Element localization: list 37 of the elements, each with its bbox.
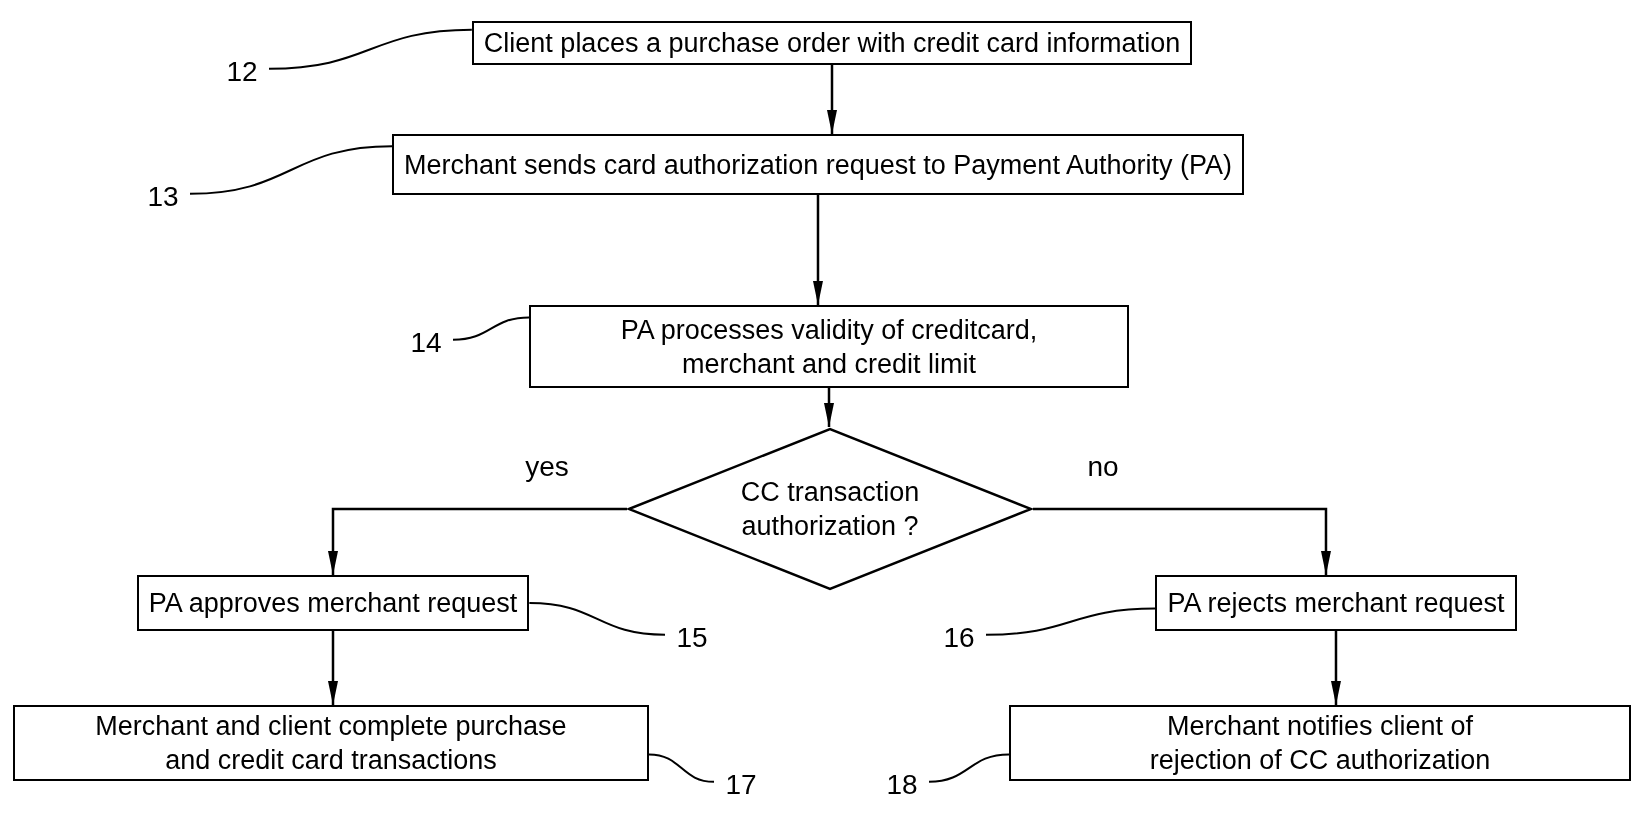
arrow xyxy=(328,507,627,575)
reference-number: 17 xyxy=(716,769,766,801)
leader-line xyxy=(928,753,1010,783)
process-text: Merchant notifies client of rejection of CC authorization xyxy=(1148,710,1492,777)
reference-number: 12 xyxy=(217,56,267,88)
leader-line xyxy=(452,316,530,341)
arrow xyxy=(827,65,837,134)
arrow xyxy=(328,631,338,705)
process-box xyxy=(1009,705,1631,781)
leader-line xyxy=(268,28,473,70)
process-box xyxy=(529,305,1129,388)
process-text: Merchant and client complete purchase and credit card transactions xyxy=(94,710,568,777)
decision-diamond xyxy=(627,427,1033,591)
arrow xyxy=(1331,631,1341,705)
process-text: PA processes validity of creditcard, merchant and credit limit xyxy=(619,313,1039,381)
process-text: PA approves merchant request xyxy=(148,587,518,620)
process-text: PA rejects merchant request xyxy=(1167,587,1505,620)
process-text: Client places a purchase order with credit card information xyxy=(483,27,1181,60)
arrow xyxy=(1033,507,1331,575)
leader-line xyxy=(528,602,666,636)
reference-number: 16 xyxy=(934,622,984,654)
reference-number: 13 xyxy=(138,181,188,213)
leader-line xyxy=(985,607,1157,636)
decision-text: CC transaction authorization ? xyxy=(739,476,921,543)
arrow xyxy=(813,195,823,305)
reference-number: 18 xyxy=(877,769,927,801)
process-box xyxy=(136,575,530,631)
process-box xyxy=(392,134,1244,195)
arrow xyxy=(824,388,834,427)
leader-line xyxy=(189,145,394,195)
process-text: Merchant sends card authorization request to Payment Authority (PA) xyxy=(404,148,1232,182)
process-box xyxy=(471,21,1193,65)
process-box xyxy=(1155,575,1517,631)
reference-number: 15 xyxy=(667,622,717,654)
process-box xyxy=(13,705,649,781)
leader-line xyxy=(648,753,715,783)
reference-number: 14 xyxy=(401,327,451,359)
